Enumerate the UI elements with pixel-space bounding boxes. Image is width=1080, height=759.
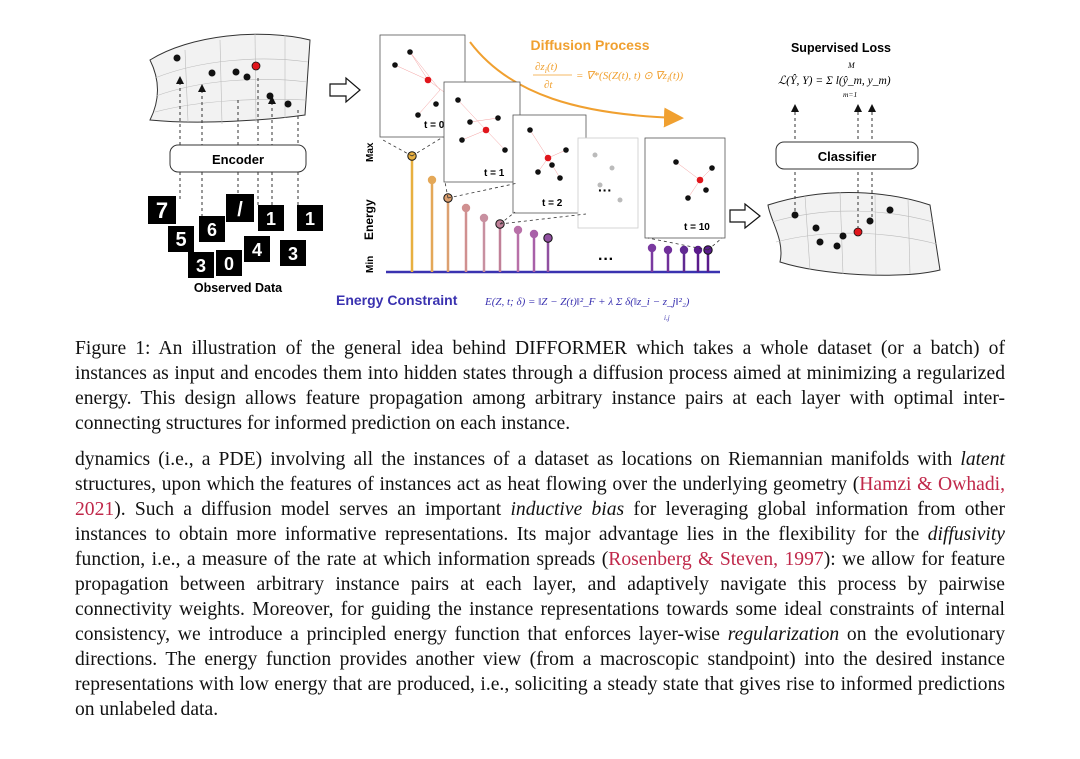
svg-text:t = 1: t = 1 bbox=[484, 168, 505, 179]
digit-tile: 4 bbox=[252, 240, 262, 260]
energy-stem-head bbox=[543, 233, 553, 243]
digit-tile: / bbox=[237, 199, 243, 221]
classifier-box: Classifier bbox=[775, 141, 919, 170]
digit-tile: 1 bbox=[305, 209, 315, 229]
digit-tile: 7 bbox=[156, 198, 168, 223]
body-paragraph: dynamics (i.e., a PDE) involving all the… bbox=[75, 449, 1006, 720]
loss-equation: ℒ(Ŷ, Y) = Σ l(ŷ_m, y_m) bbox=[778, 73, 891, 87]
energy-constraint-label: Energy Constraint bbox=[336, 292, 458, 308]
energy-stem-head bbox=[513, 225, 523, 235]
red-node bbox=[251, 61, 261, 71]
loss-sum-top: M bbox=[847, 61, 856, 70]
hollow-arrow-icon bbox=[729, 202, 761, 230]
input-manifold bbox=[149, 33, 311, 125]
svg-text:Max: Max bbox=[365, 142, 376, 162]
energy-stems bbox=[407, 151, 713, 272]
red-node bbox=[853, 227, 863, 237]
svg-text:= ∇*(S(Z(t), t) ⊙ ∇zi(t)): = ∇*(S(Z(t), t) ⊙ ∇zi(t)) bbox=[576, 70, 684, 84]
snapshot-t1: t = 1 bbox=[443, 81, 521, 183]
ellipsis-label: ··· bbox=[598, 251, 614, 268]
svg-text:t = 10: t = 10 bbox=[684, 222, 710, 233]
energy-stem-head bbox=[427, 175, 437, 185]
diffusion-process-title: Diffusion Process bbox=[530, 37, 649, 53]
energy-stem-head bbox=[461, 203, 471, 213]
energy-stem-head bbox=[647, 243, 657, 253]
figure-caption: Figure 1: An illustration of the general… bbox=[75, 338, 1005, 434]
citation-link[interactable]: Hamzi & Owhadi, 2021 bbox=[75, 474, 1005, 520]
snapshot-faded: ··· bbox=[577, 137, 639, 229]
energy-axis: Max Energy Min bbox=[362, 142, 720, 274]
encoder-box: Encoder bbox=[169, 144, 307, 173]
svg-text:t = 2: t = 2 bbox=[542, 198, 563, 209]
supervised-loss-label: Supervised Loss bbox=[791, 41, 891, 55]
digit-tile: 3 bbox=[196, 256, 206, 276]
encoder-label: Encoder bbox=[212, 152, 264, 167]
digit-tile: 6 bbox=[207, 220, 217, 240]
energy-stem-head bbox=[479, 213, 489, 223]
citation-link[interactable]: Rosenberg & Steven, 1997 bbox=[608, 549, 824, 570]
diffusion-equation: ∂zi(t) ∂t = ∇*(S(Z(t), t) ⊙ ∇zi(t)) bbox=[533, 61, 684, 91]
diffusion-arrow bbox=[469, 41, 684, 128]
digit-tile: 0 bbox=[224, 254, 234, 274]
svg-text:i,j: i,j bbox=[664, 314, 670, 322]
loss-sum-bottom: m=1 bbox=[843, 90, 857, 99]
digit-tile: 5 bbox=[175, 229, 186, 251]
model-name: DIFFORMER bbox=[514, 338, 628, 359]
svg-text:∂zi(t): ∂zi(t) bbox=[535, 61, 558, 75]
svg-text:∂t: ∂t bbox=[544, 79, 553, 91]
svg-text:t = 0: t = 0 bbox=[424, 120, 445, 131]
digit-tile: 3 bbox=[288, 244, 298, 264]
svg-text:Energy: Energy bbox=[362, 199, 376, 240]
energy-stem-head bbox=[663, 245, 673, 255]
svg-text:···: ··· bbox=[598, 182, 612, 198]
energy-equation: E(Z, t; δ) = ‖Z − Z(t)‖²_F + λ Σ δ(‖z_i … bbox=[484, 296, 690, 308]
energy-stem-head bbox=[679, 245, 689, 255]
digit-tiles: 7 5 6 / 1 1 4 3 3 0 bbox=[148, 194, 323, 278]
figure-1: Encoder 7 5 6 / 1 1 4 3 3 0 Observed Dat… bbox=[148, 33, 941, 322]
observed-data-label: Observed Data bbox=[194, 281, 283, 295]
snapshot-t2: t = 2 bbox=[512, 114, 587, 214]
hollow-arrow-icon bbox=[329, 76, 361, 104]
output-manifold bbox=[767, 191, 941, 276]
snapshot-t10: t = 10 bbox=[644, 137, 726, 239]
classifier-label: Classifier bbox=[818, 149, 877, 164]
digit-tile: 1 bbox=[266, 209, 276, 229]
svg-text:Min: Min bbox=[365, 256, 376, 273]
energy-stem-head bbox=[529, 229, 539, 239]
